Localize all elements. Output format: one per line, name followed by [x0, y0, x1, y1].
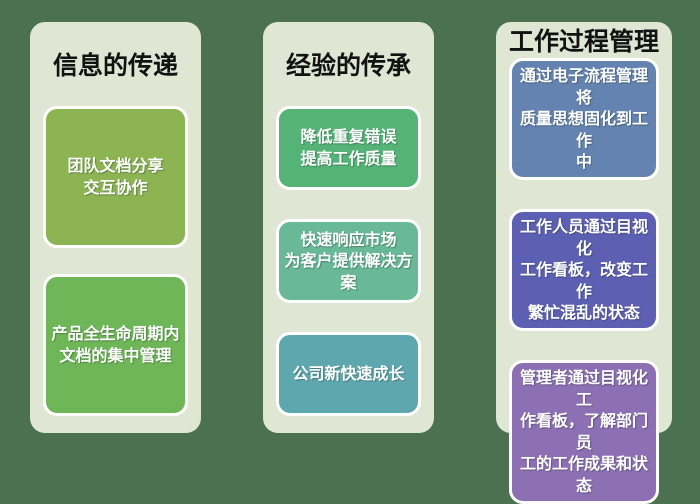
info-box-text: 通过电子流程管理将 质量思想固化到工作 中: [520, 66, 649, 172]
column-panel-experience: 经验的传承 降低重复错误 提高工作质量 快速响应市场 为客户提供解决方案 公司新…: [263, 22, 434, 433]
info-box-text: 降低重复错误 提高工作质量: [300, 127, 397, 168]
column-panel-information: 信息的传递 团队文档分享 交互协作 产品全生命周期内 文档的集中管理: [30, 22, 201, 433]
box-list-information: 团队文档分享 交互协作 产品全生命周期内 文档的集中管理: [43, 106, 188, 416]
info-box-text: 管理者通过目视化工 作看板，了解部门员 工的工作成果和状态: [520, 367, 649, 495]
info-box: 公司新快速成长: [276, 332, 421, 416]
info-box-text: 快速响应市场 为客户提供解决方案: [284, 229, 413, 292]
column-panel-process: 工作过程管理 通过电子流程管理将 质量思想固化到工作 中 工作人员通过目视化 工…: [496, 22, 673, 504]
column-title-experience: 经验的传承: [285, 51, 411, 80]
column-title-process: 工作过程管理: [509, 27, 660, 56]
info-box: 管理者通过目视化工 作看板，了解部门员 工的工作成果和状态: [509, 359, 660, 504]
info-box: 通过电子流程管理将 质量思想固化到工作 中: [509, 58, 660, 180]
info-box: 降低重复错误 提高工作质量: [276, 106, 421, 190]
info-box: 快速响应市场 为客户提供解决方案: [276, 219, 421, 303]
info-box-text: 公司新快速成长: [292, 364, 405, 384]
info-box: 工作人员通过目视化 工作看板，改变工作 繁忙混乱的状态: [509, 208, 660, 331]
box-list-experience: 降低重复错误 提高工作质量 快速响应市场 为客户提供解决方案 公司新快速成长: [276, 106, 421, 416]
diagram-canvas: 信息的传递 团队文档分享 交互协作 产品全生命周期内 文档的集中管理 经验的传承…: [30, 22, 673, 504]
info-box: 团队文档分享 交互协作: [43, 106, 188, 248]
box-list-process: 通过电子流程管理将 质量思想固化到工作 中 工作人员通过目视化 工作看板，改变工…: [509, 58, 660, 504]
info-box-text: 团队文档分享 交互协作: [67, 156, 164, 197]
info-box-text: 工作人员通过目视化 工作看板，改变工作 繁忙混乱的状态: [520, 216, 649, 323]
info-box-text: 产品全生命周期内 文档的集中管理: [51, 324, 180, 365]
column-title-information: 信息的传递: [52, 51, 178, 80]
info-box: 产品全生命周期内 文档的集中管理: [43, 274, 188, 416]
